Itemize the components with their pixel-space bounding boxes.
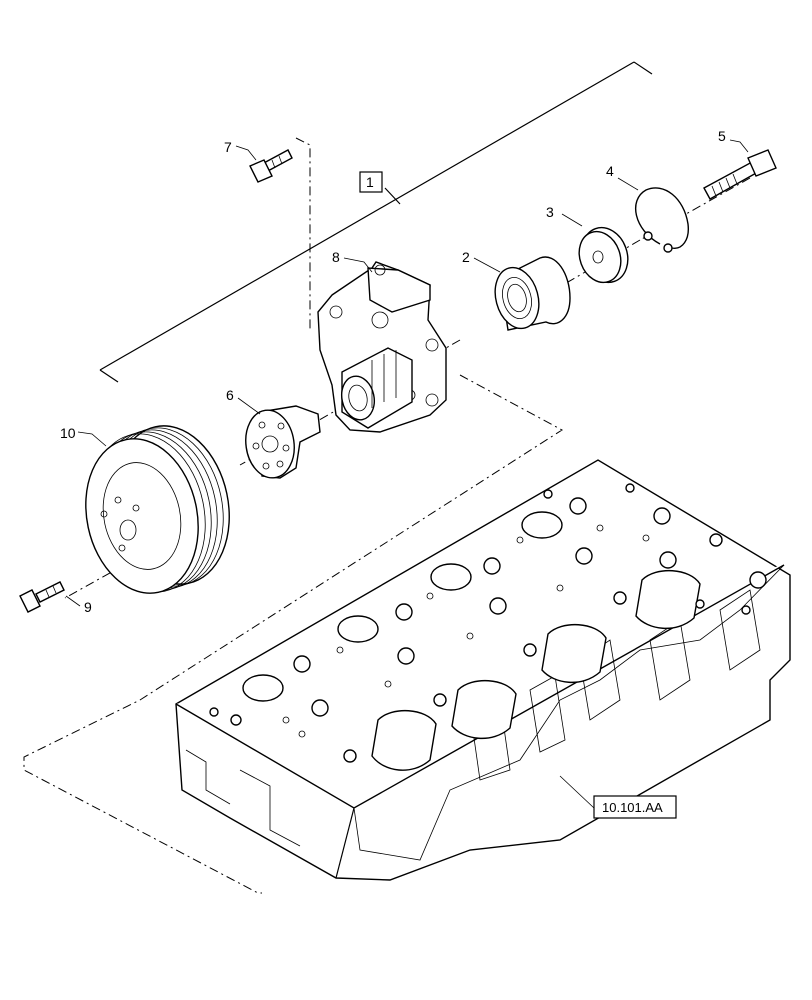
callout-1: 1 [366, 174, 374, 190]
reference-label: 10.101.AA [602, 800, 663, 815]
callout-6: 6 [226, 387, 234, 403]
bolt-part-5 [703, 149, 777, 200]
callout-7: 7 [224, 139, 232, 155]
snap-ring-part-4 [635, 187, 689, 253]
callout-5: 5 [718, 128, 726, 144]
callouts: 1 2 3 4 5 6 7 8 9 10 [60, 128, 726, 615]
callout-10: 10 [60, 425, 76, 441]
assembly-bracket [99, 61, 653, 383]
reference-callout: 10.101.AA [593, 795, 677, 819]
callout-1-box [359, 171, 383, 193]
callout-8: 8 [332, 249, 340, 265]
callout-3: 3 [546, 204, 554, 220]
reference-box [593, 795, 677, 819]
bolt-part-9 [19, 581, 65, 613]
bearing-part-2 [494, 256, 571, 331]
seal-part-3 [578, 226, 629, 284]
pump-housing-part-8 [317, 261, 447, 433]
pulley-part-10 [85, 425, 230, 594]
callout-9: 9 [84, 599, 92, 615]
leader-lines [65, 139, 749, 809]
cylinder-head [175, 459, 791, 881]
callout-4: 4 [606, 163, 614, 179]
callout-2: 2 [462, 249, 470, 265]
hub-part-6 [245, 405, 321, 479]
bolt-part-7 [249, 149, 293, 183]
